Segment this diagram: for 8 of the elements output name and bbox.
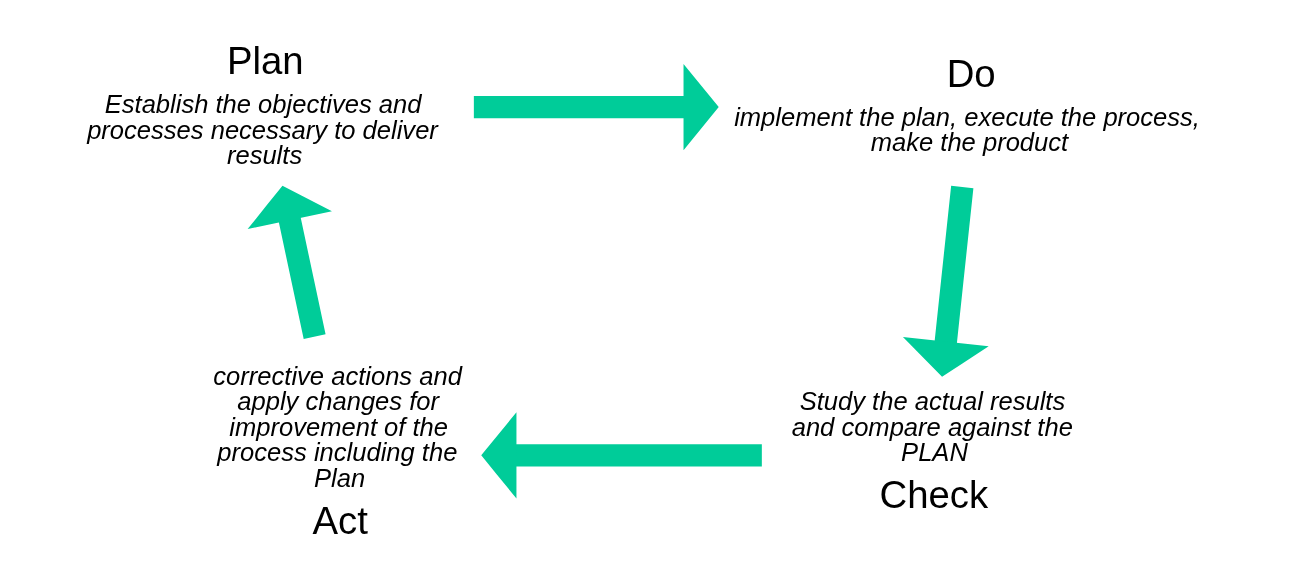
arrow [473, 63, 719, 151]
node-text: Study the actual results and compare against the PLAN Check [791, 387, 1073, 517]
arrow [902, 185, 989, 377]
node-text: Plan Establish the objectives and processes necessary to deliver results [86, 38, 438, 170]
node-text: corrective actions and apply changes for improvement of the process including the Plan Act [212, 361, 462, 542]
arrow [480, 412, 762, 499]
arrow [247, 185, 332, 340]
node-text: Do implement the plan, execute the process, make the product [733, 51, 1200, 157]
